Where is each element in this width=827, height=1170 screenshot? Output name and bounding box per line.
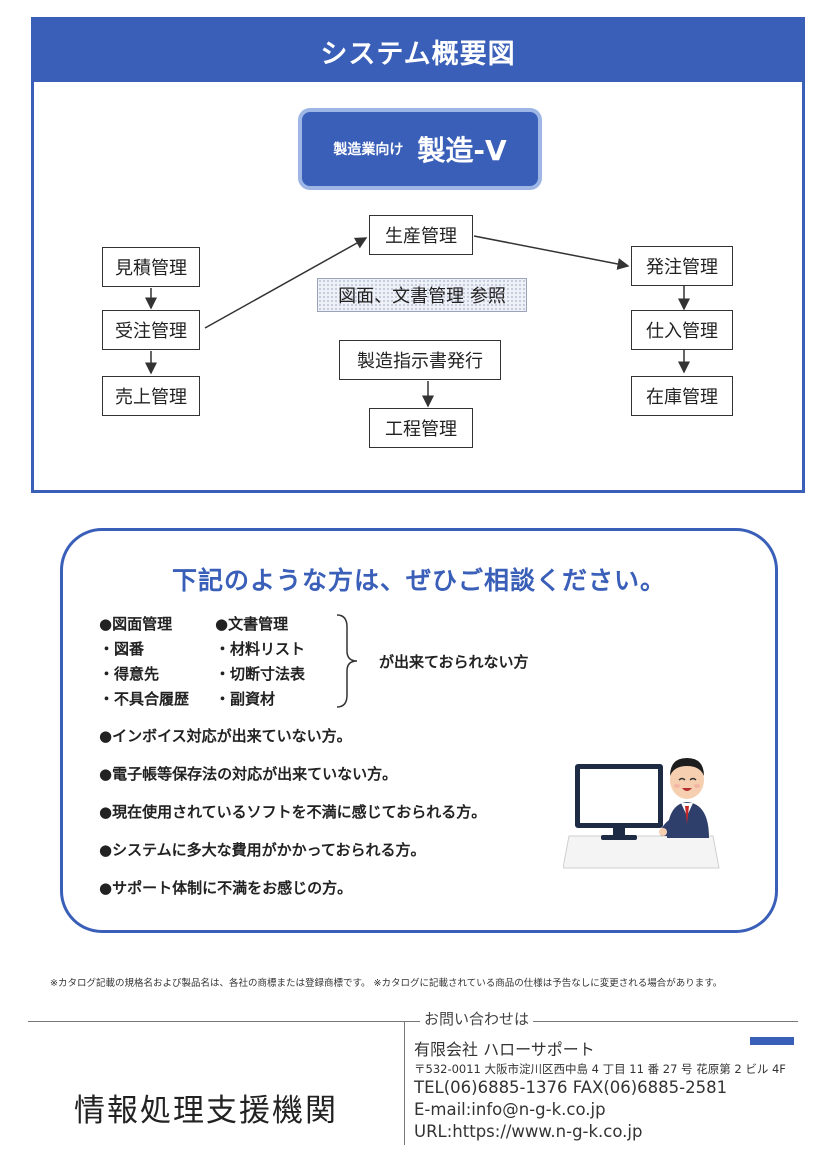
product-subtitle: 製造業向け [333,142,404,158]
bullet-e-book-law: ●電子帳等保存法の対応が出来ていない方。 [99,765,398,783]
tel-fax: TEL(06)6885-1376 FAX(06)6885-2581 [414,1078,728,1097]
box-sales: 売上管理 [102,376,200,416]
item-drawing-management: ●図面管理 [99,615,173,633]
businessman-at-computer-illustration [563,758,720,869]
box-purchase-order: 発注管理 [631,246,733,286]
website-link[interactable]: URL:https://www.n-g-k.co.jp [414,1122,643,1141]
box-purchasing: 仕入管理 [631,310,733,350]
system-overview-panel: システム概要図 製造業向け 製造-V 見積管理 受注管理 売上管理 生産管理 図… [31,17,805,493]
contact-divider [404,1021,405,1145]
product-name: 製造-V [417,134,507,167]
bullet-invoice: ●インボイス対応が出来ていない方。 [99,727,352,745]
box-process: 工程管理 [369,408,473,448]
box-inventory: 在庫管理 [631,376,733,416]
contact-heading: お問い合わせは [420,1008,534,1029]
item-cut-dimension-table: ・切断寸法表 [215,665,306,683]
disclaimer-text: ※カタログ記載の規格名および製品名は、各社の商標または登録商標です。 ※カタログ… [50,978,723,989]
bullet-high-cost: ●システムに多大な費用がかかっておられる方。 [99,841,426,859]
bullet-software-dissatisfaction: ●現在使用されているソフトを不満に感じておられる方。 [99,803,487,821]
box-order-receipt: 受注管理 [102,310,200,350]
consultation-panel: 下記のような方は、ぜひご相談ください。 ●図面管理 ・図番 ・得意先 ・不具合履… [60,528,778,933]
contact-accent-bar [750,1037,794,1045]
box-production: 生産管理 [369,215,473,255]
bullet-support: ●サポート体制に不満をお感じの方。 [99,879,353,897]
product-badge: 製造業向け 製造-V [302,112,538,186]
box-work-order: 製造指示書発行 [339,340,501,380]
company-address: 〒532-0011 大阪市淀川区西中島 4 丁目 11 番 27 号 花原第 2… [414,1062,786,1076]
item-drawing-number: ・図番 [99,640,145,658]
box-estimate: 見積管理 [102,247,200,287]
email-link[interactable]: E-mail:info@n-g-k.co.jp [414,1100,606,1119]
arrow-production-to-purchase [473,235,630,270]
item-document-management: ●文書管理 [215,615,289,633]
brace-icon [336,614,358,708]
consultation-title: 下記のような方は、ぜひご相談ください。 [171,566,666,595]
item-defect-history: ・不具合履歴 [99,690,190,708]
organization-name: 情報処理支援機関 [74,1093,338,1129]
brace-caption: が出来ておられない方 [379,653,529,671]
system-overview-title: システム概要図 [34,20,802,82]
item-material-list: ・材料リスト [215,640,306,658]
box-drawing-reference: 図面、文書管理 参照 [317,278,527,312]
item-sub-materials: ・副資材 [215,690,276,708]
item-customer: ・得意先 [99,665,160,683]
footer-divider [28,1021,798,1022]
company-name: 有限会社 ハローサポート [414,1040,595,1059]
